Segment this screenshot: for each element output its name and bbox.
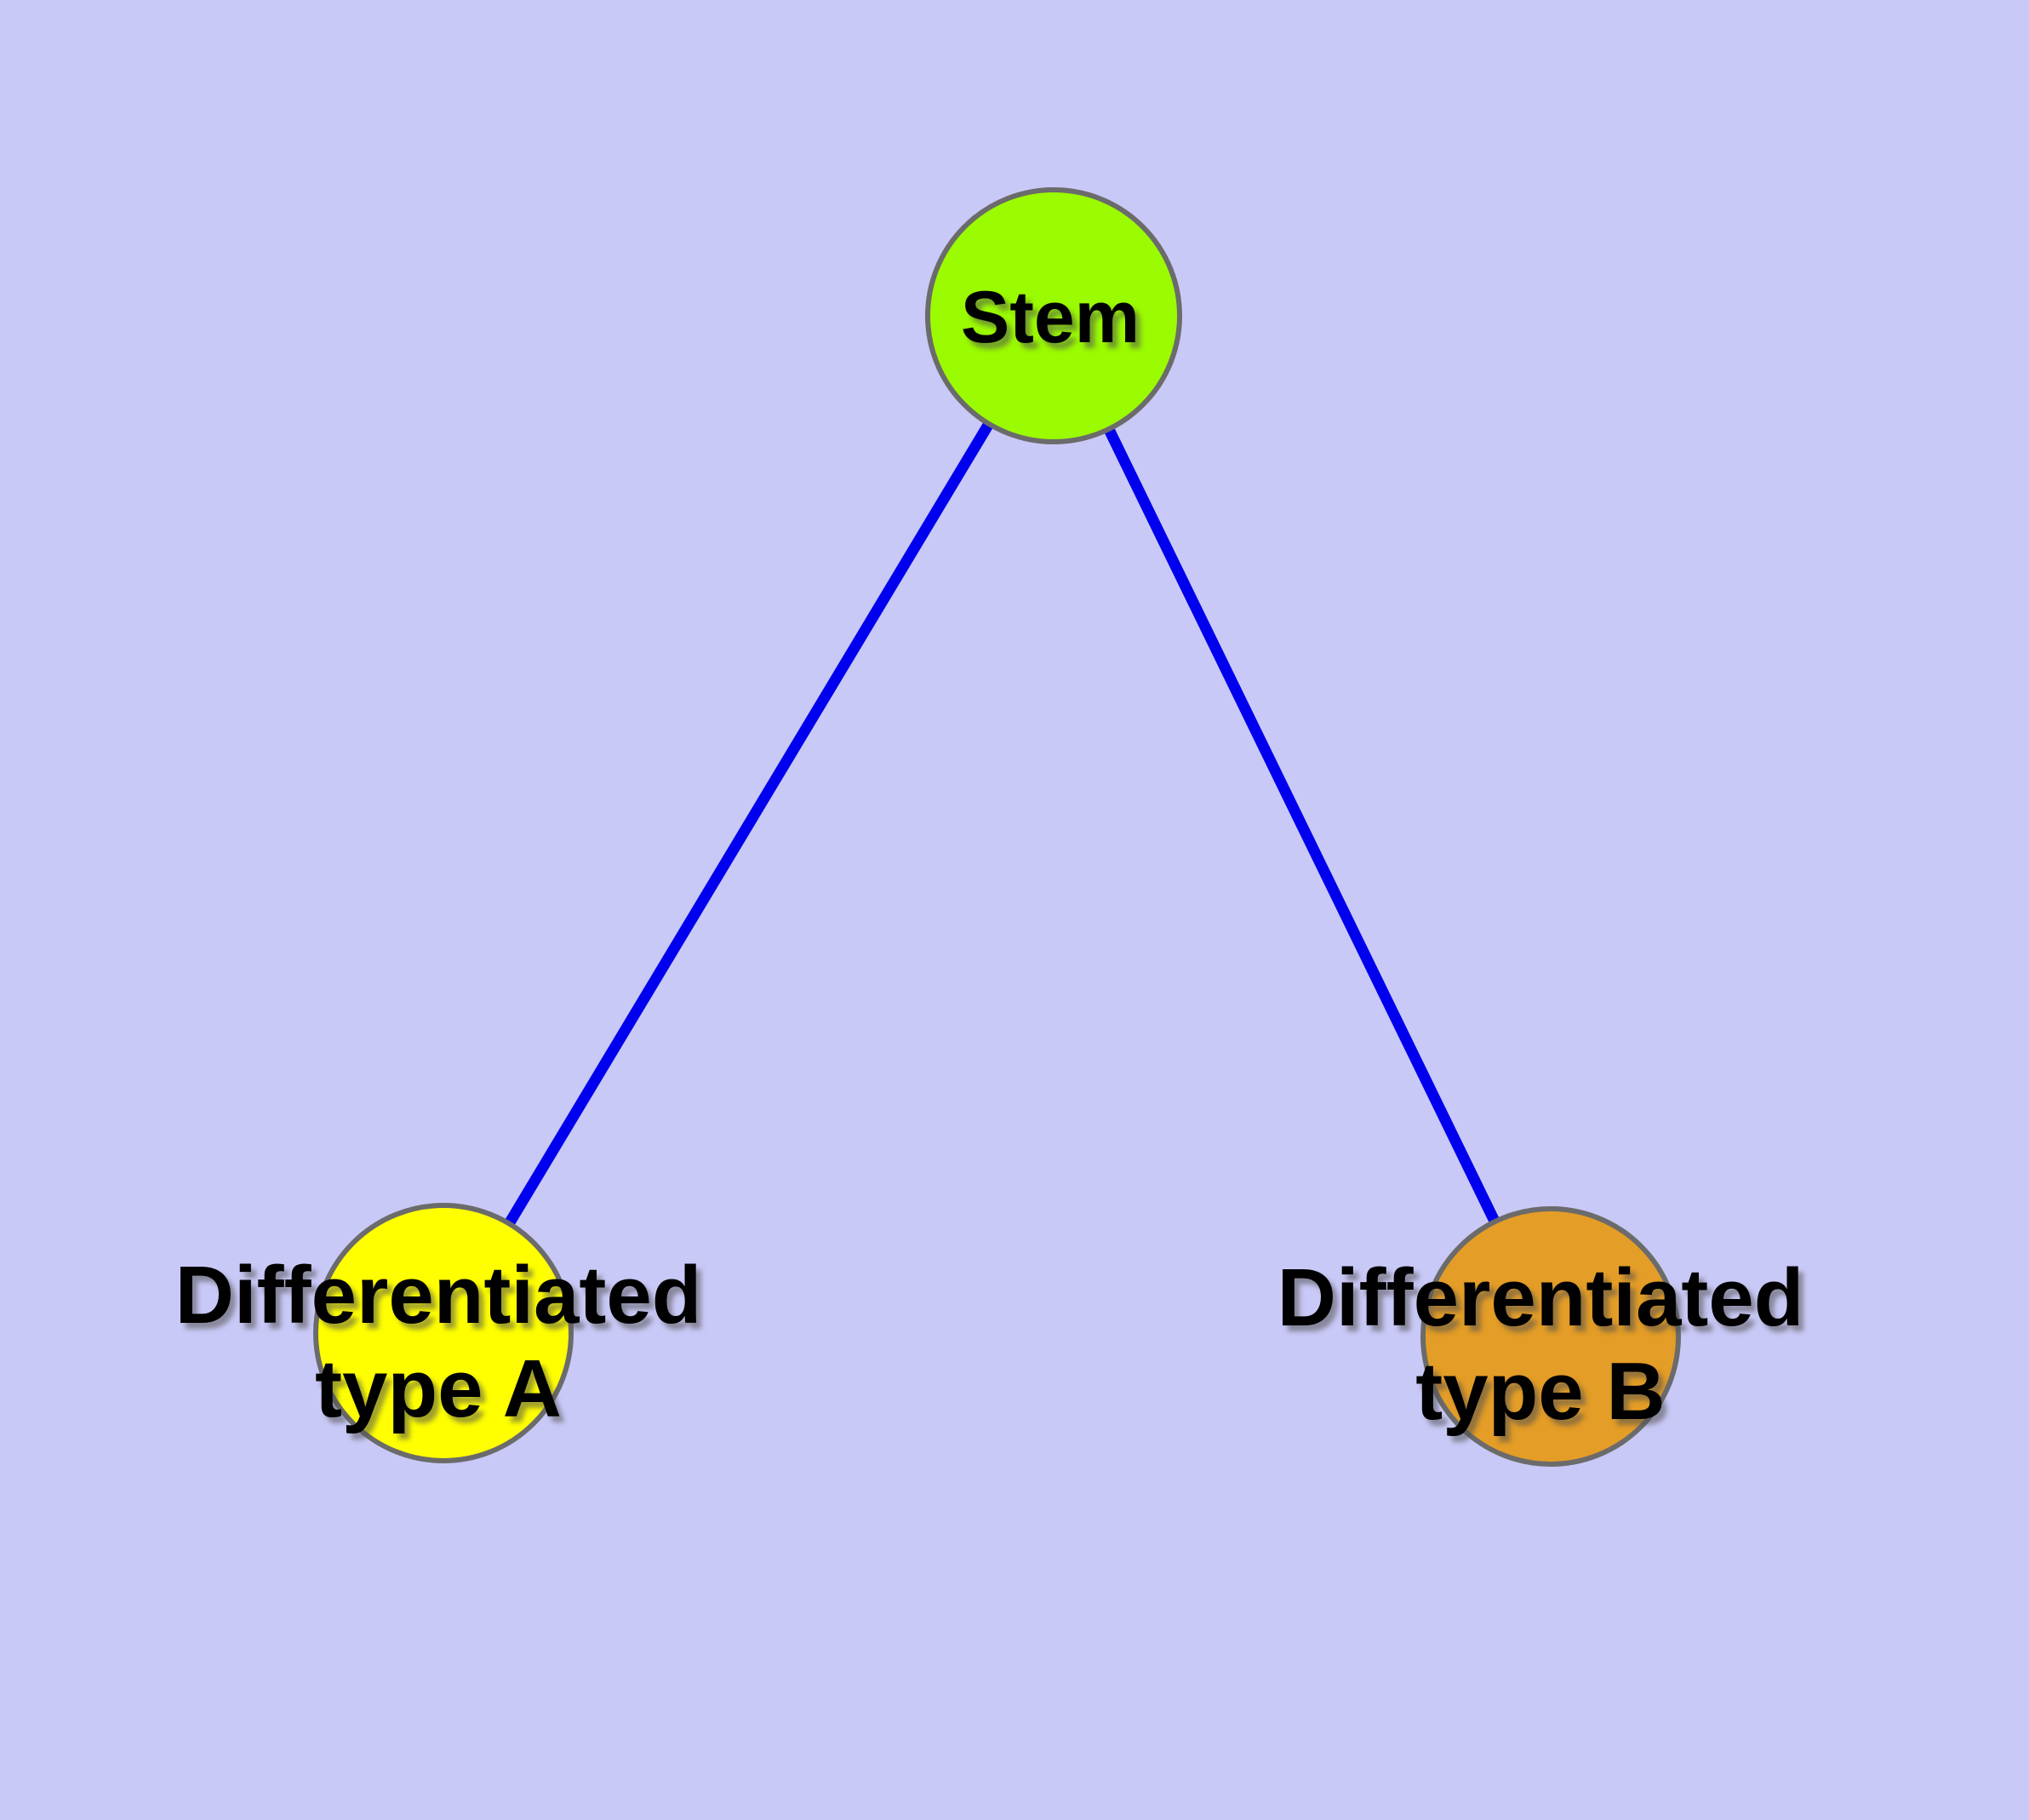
edge-stem-to-differentiated-type-b [1048, 310, 1557, 1342]
node-stem-label: Stem [961, 279, 1140, 356]
edge-stem-to-differentiated-type-a [437, 310, 1060, 1339]
node-differentiated-type-a-circle [313, 1203, 574, 1463]
node-stem-label-line-1: Stem [960, 277, 1140, 358]
node-stem-circle [925, 187, 1182, 444]
node-differentiated-type-b-circle [1420, 1206, 1681, 1467]
node-differentiated-type-b-label-line-1: Differentiated [1277, 1252, 1804, 1343]
node-differentiated-type-a-label-line-2: type A [315, 1343, 562, 1434]
node-differentiated-type-b-label: Differentiated type B [1277, 1251, 1804, 1439]
node-differentiated-type-a-label: Differentiated type A [175, 1249, 702, 1436]
node-differentiated-type-a-label-line-1: Differentiated [174, 1250, 702, 1341]
node-differentiated-type-b-label-line-2: type B [1415, 1346, 1666, 1437]
